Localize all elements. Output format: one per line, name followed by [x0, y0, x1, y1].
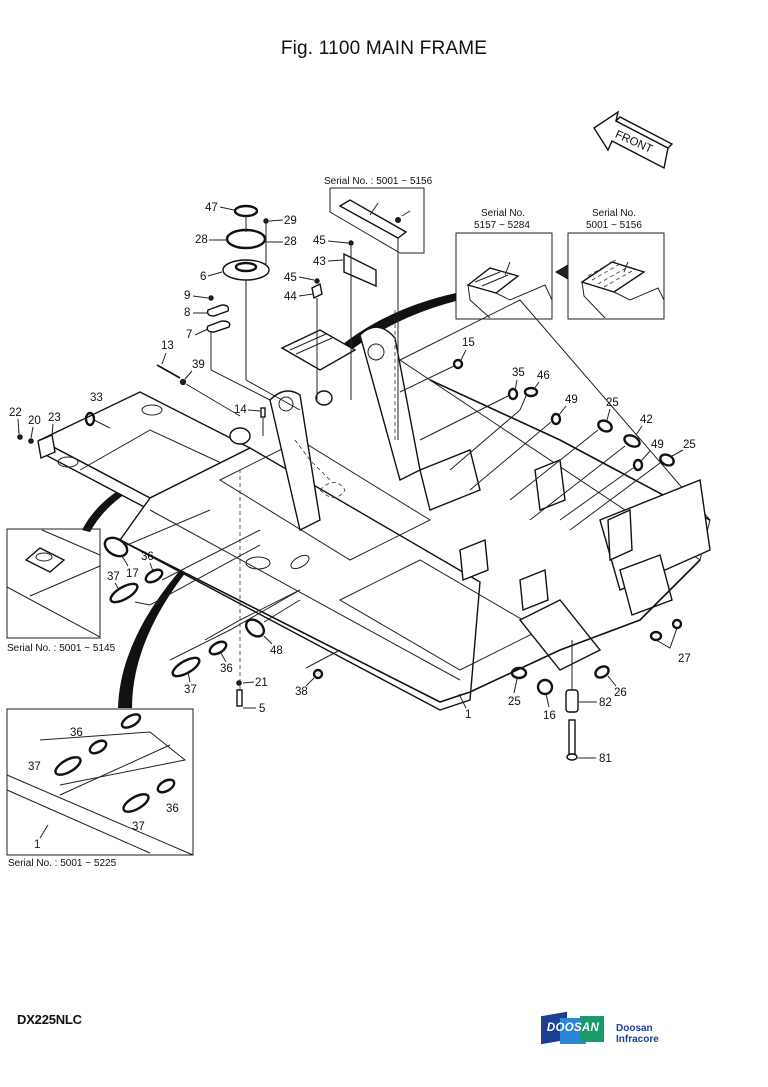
callout: 7: [186, 329, 192, 341]
inset-cover-plate: Serial No. : 5001 ~ 5156: [324, 176, 433, 254]
inset-step-new: Serial No. 5157 ~ 5284: [455, 208, 553, 320]
callout: 45: [284, 272, 297, 284]
callout: 1: [465, 709, 471, 721]
callout: 9: [184, 290, 190, 302]
inset-serial-line2: 5001 ~ 5156: [586, 220, 642, 231]
inset-serial: Serial No. : 5001 ~ 5156: [324, 176, 433, 187]
callout: 5: [259, 703, 265, 715]
callout: 1: [34, 839, 40, 851]
callout: 36: [70, 727, 83, 739]
callout: 6: [200, 271, 206, 283]
callout: 28: [284, 236, 297, 248]
callout: 13: [161, 340, 174, 352]
callout: 42: [640, 414, 653, 426]
inset-bottom-detail: 36 37 36 37 1 Serial No. : 5001 ~ 5225: [6, 708, 194, 869]
inset-serial: Serial No. : 5001 ~ 5145: [7, 643, 116, 654]
callout: 49: [565, 394, 578, 406]
callout: 37: [132, 821, 145, 833]
inset-serial-line2: 5157 ~ 5284: [474, 220, 530, 231]
callout: 14: [234, 404, 247, 416]
callout: 37: [184, 684, 197, 696]
inset-serial-line1: Serial No.: [481, 208, 525, 219]
doosan-logo-mark: DOOSAN: [538, 1011, 608, 1046]
callout: 22: [9, 407, 22, 419]
front-arrow-icon: FRONT: [593, 110, 674, 170]
callout: 39: [192, 359, 205, 371]
callout: 81: [599, 753, 612, 765]
company-name: Doosan Infracore: [616, 1023, 659, 1045]
callout: 27: [678, 653, 691, 665]
inset-leader: [330, 293, 456, 360]
callout: 46: [537, 370, 550, 382]
callout: 44: [284, 291, 297, 303]
callout: 15: [462, 337, 475, 349]
replaced-by-arrow-icon: [555, 264, 569, 280]
inset-serial-line1: Serial No.: [592, 208, 636, 219]
callout: 36: [166, 803, 179, 815]
callout: 43: [313, 256, 326, 268]
callout: 36: [141, 551, 154, 563]
callout: 23: [48, 412, 61, 424]
callout: 36: [220, 663, 233, 675]
inset-step-old: Serial No. 5001 ~ 5156: [567, 208, 665, 320]
exploded-parts: [17, 204, 683, 761]
model-number: DX225NLC: [17, 1012, 82, 1027]
inset-serial: Serial No. : 5001 ~ 5225: [8, 858, 117, 869]
callout: 17: [126, 568, 139, 580]
callout: 20: [28, 415, 41, 427]
logo-word: DOOSAN: [546, 1022, 600, 1034]
callout: 16: [543, 710, 556, 722]
callout: 45: [313, 235, 326, 247]
callout: 29: [284, 215, 297, 227]
callout: 37: [107, 571, 120, 583]
doosan-logo: DOOSAN Doosan Infracore: [538, 1011, 698, 1048]
main-frame: [38, 299, 711, 711]
callout: 25: [683, 439, 696, 451]
callout: 26: [614, 687, 627, 699]
inset-left-detail: Serial No. : 5001 ~ 5145: [6, 528, 116, 654]
callout: 48: [270, 645, 283, 657]
callout: 33: [90, 392, 103, 404]
callout: 28: [195, 234, 208, 246]
callout: 37: [28, 761, 41, 773]
callout: 21: [255, 677, 268, 689]
callout: 49: [651, 439, 664, 451]
figure-title: Fig. 1100 MAIN FRAME: [280, 38, 488, 59]
callout: 25: [606, 397, 619, 409]
callout: 35: [512, 367, 525, 379]
callout: 38: [295, 686, 308, 698]
callout: 25: [508, 696, 521, 708]
callout: 82: [599, 697, 612, 709]
callout: 47: [205, 202, 218, 214]
callout-labels: 47 29 28 28 6 45 43 45 44 9 8 7 13 39 15…: [9, 202, 696, 765]
callout: 8: [184, 307, 190, 319]
